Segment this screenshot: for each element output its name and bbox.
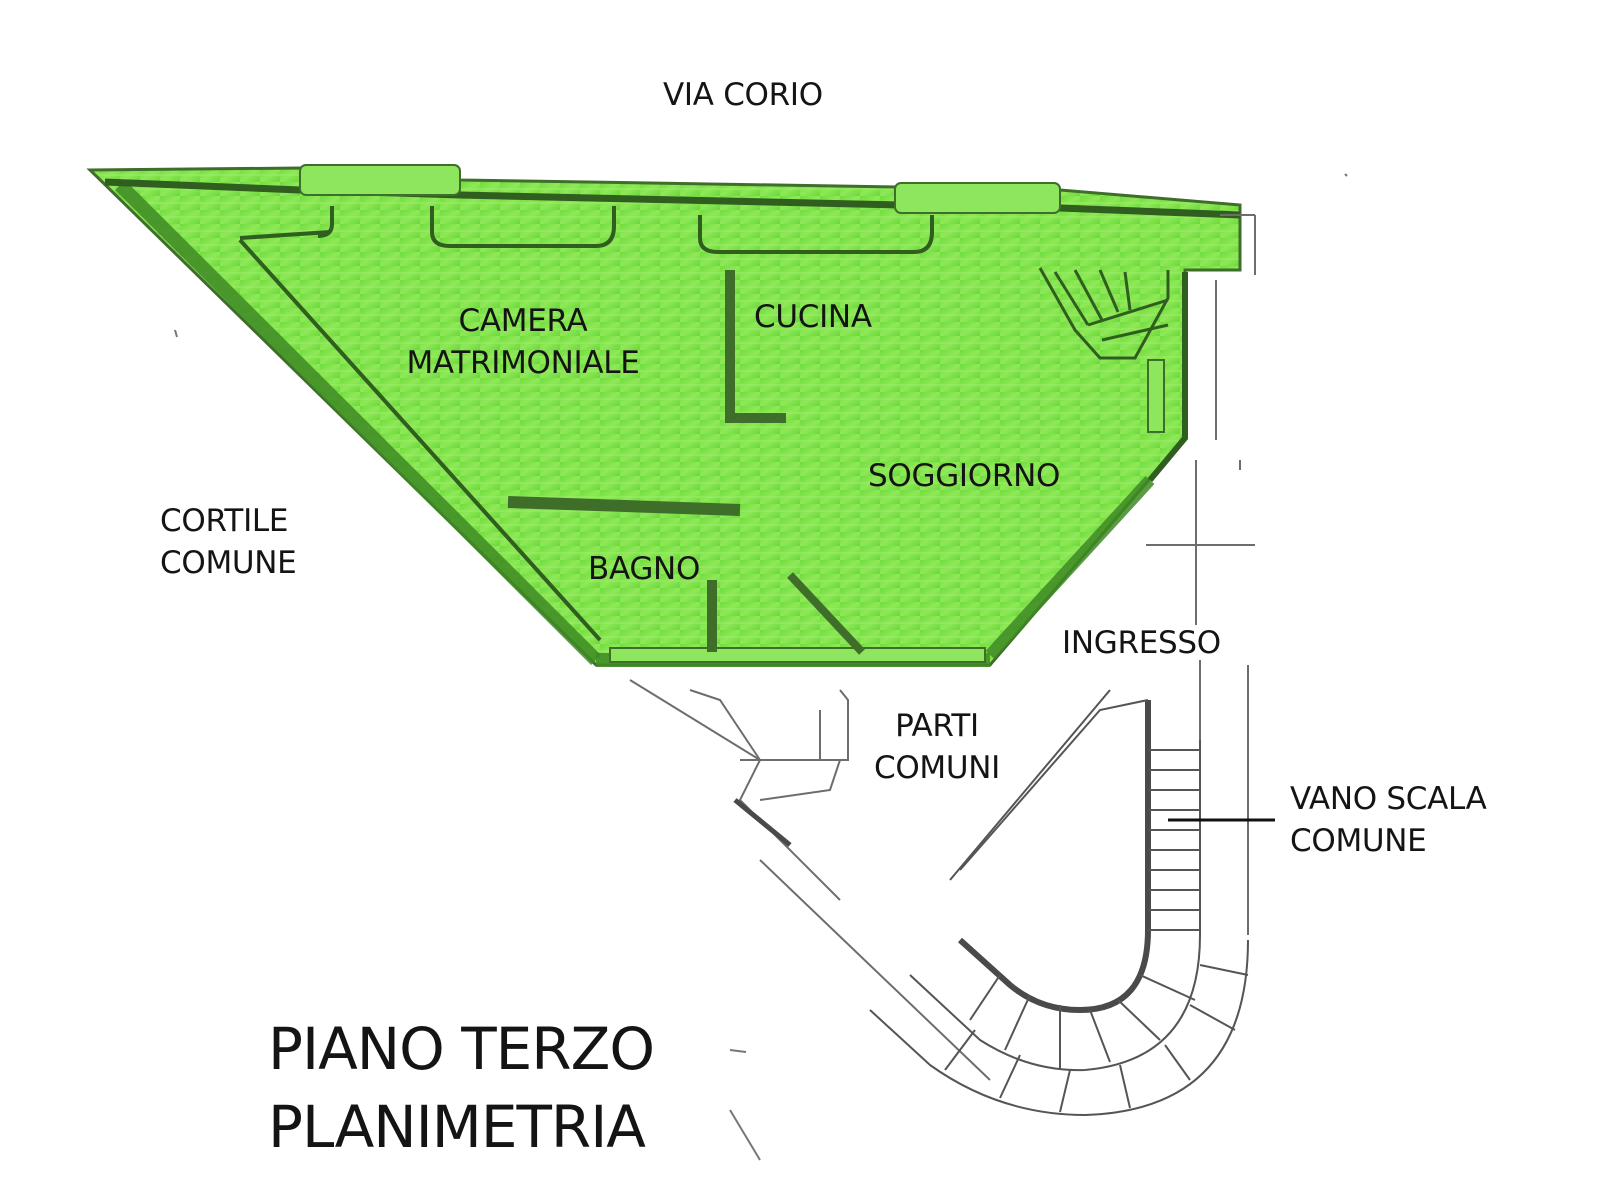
area-vano-scala-label: VANO SCALA COMUNE — [1290, 778, 1487, 862]
area-cortile-line2: COMUNE — [160, 545, 297, 581]
window-arc-2 — [698, 215, 934, 254]
scan-marks — [174, 173, 1348, 1161]
street-label: VIA CORIO — [663, 77, 823, 113]
diagonal-wall — [115, 180, 601, 665]
bottom-window — [609, 647, 986, 663]
corner-stair — [1038, 267, 1170, 360]
apartment-unit — [86, 164, 1242, 667]
area-vano-line1: VANO SCALA — [1290, 781, 1487, 817]
bagno-door-wall — [787, 572, 865, 655]
window-bay-2 — [894, 182, 1061, 214]
plan-title: PIANO TERZO PLANIMETRIA — [268, 1010, 655, 1166]
right-window — [1147, 359, 1165, 433]
right-wall — [1147, 272, 1188, 482]
room-camera-line2: MATRIMONIALE — [406, 345, 640, 381]
plan-title-line2: PLANIMETRIA — [268, 1093, 646, 1161]
top-wall — [104, 178, 1241, 219]
plan-title-line1: PIANO TERZO — [268, 1015, 655, 1083]
room-cucina-label: CUCINA — [754, 299, 872, 335]
window-bay-1 — [299, 164, 461, 196]
cucina-wall — [725, 270, 786, 423]
top-wall-inner — [239, 230, 331, 240]
area-cortile-line1: CORTILE — [160, 503, 289, 539]
ingresso-wall — [985, 475, 1155, 660]
room-camera-label: CAMERA MATRIMONIALE — [393, 300, 653, 384]
room-ingresso-label: INGRESSO — [1062, 625, 1221, 661]
area-cortile-label: CORTILE COMUNE — [160, 500, 297, 584]
area-parti-comuni-label: PARTI COMUNI — [862, 705, 1012, 789]
common-staircase — [869, 689, 1275, 1117]
area-parti-line2: COMUNI — [873, 750, 1000, 786]
room-bagno-label: BAGNO — [588, 551, 701, 587]
area-vano-line2: COMUNE — [1290, 823, 1427, 859]
room-soggiorno-label: SOGGIORNO — [868, 458, 1061, 494]
unit-outer-shape — [86, 166, 1242, 667]
window-arc-3 — [317, 206, 334, 238]
window-arc-1 — [430, 206, 616, 248]
area-parti-line1: PARTI — [895, 708, 979, 744]
diagonal-wall-inner — [238, 238, 602, 642]
bagno-top-wall — [507, 496, 741, 516]
room-camera-line1: CAMERA — [458, 303, 588, 339]
